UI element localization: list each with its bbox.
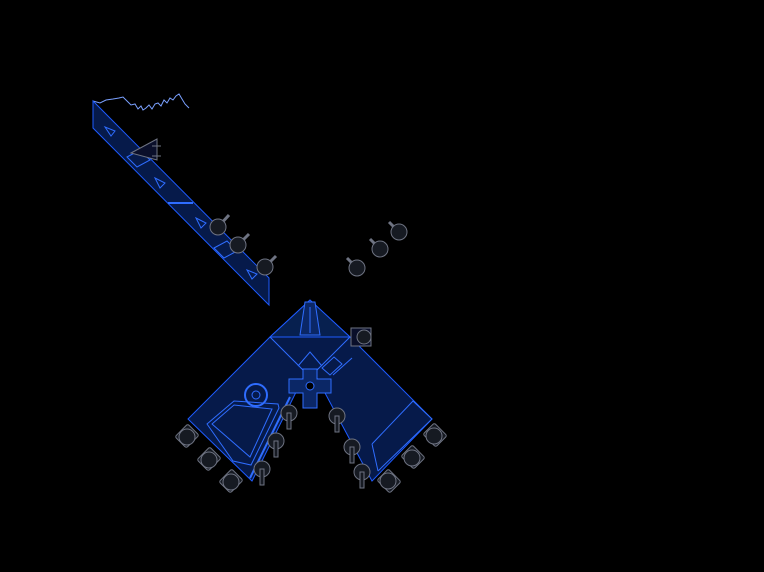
rotary-knob-icon[interactable] bbox=[348, 259, 366, 277]
rotary-knob-icon[interactable] bbox=[371, 240, 389, 258]
v-wing-icon bbox=[187, 299, 433, 482]
wing-studs bbox=[253, 404, 371, 489]
arm-knobs bbox=[209, 213, 278, 276]
square-handle-icon[interactable] bbox=[350, 327, 372, 347]
profile-line-icon bbox=[92, 93, 190, 111]
blue-rail-icon bbox=[92, 99, 270, 307]
edge-wheels bbox=[175, 423, 447, 493]
rotary-knob-icon[interactable] bbox=[390, 223, 408, 241]
